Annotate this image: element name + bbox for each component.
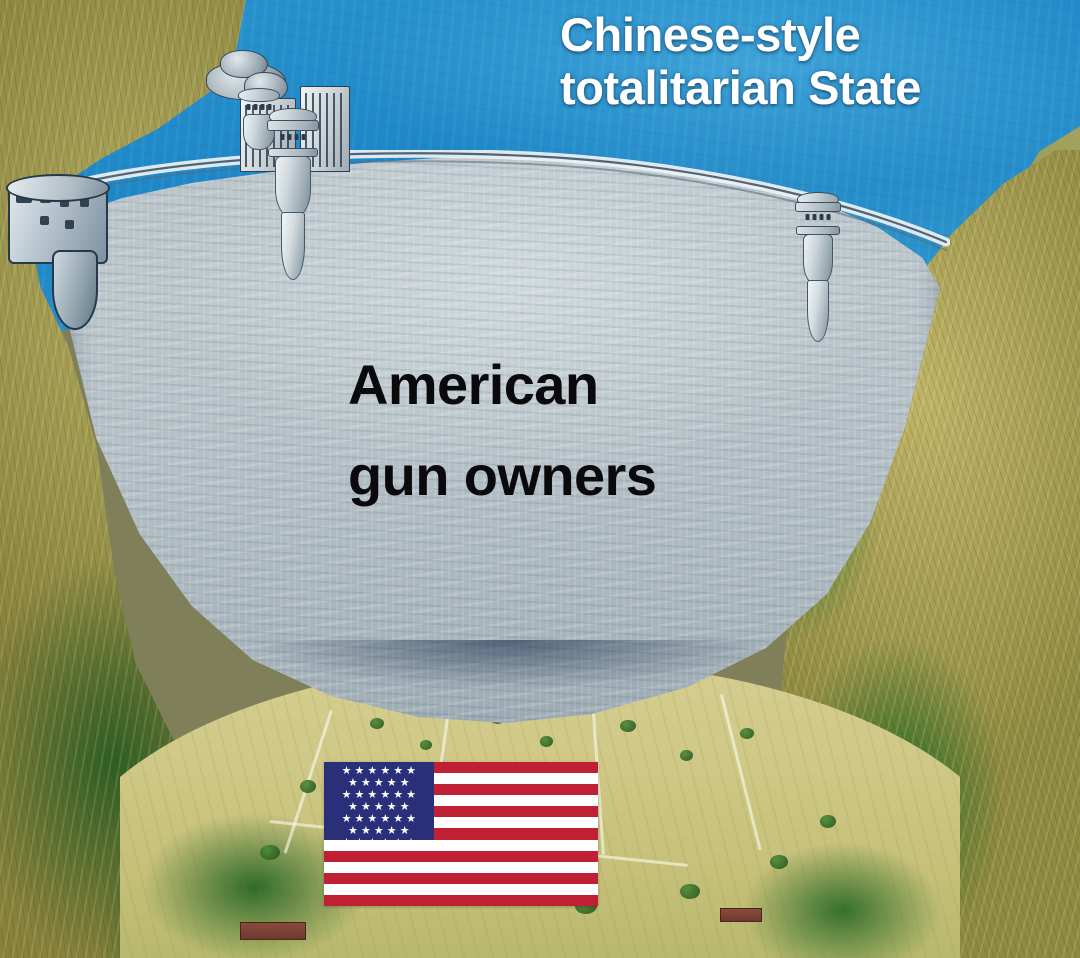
valley-tree bbox=[420, 740, 432, 750]
caption-dam-face: American gun owners bbox=[348, 340, 768, 521]
valley-tree bbox=[680, 884, 700, 899]
flag-star-row: ★ ★ ★ ★ ★ ★ bbox=[328, 765, 430, 777]
caption-top-line1: Chinese-style bbox=[560, 8, 861, 61]
flag-star-row: ★ ★ ★ ★ ★ ★ bbox=[328, 789, 430, 801]
flag-star-row: ★ ★ ★ ★ ★ bbox=[328, 777, 430, 789]
flag-star-row-text: ★ ★ ★ ★ ★ bbox=[348, 801, 410, 813]
valley-building bbox=[720, 908, 762, 922]
caption-dam-line1: American bbox=[348, 353, 599, 416]
flag-star-row-text: ★ ★ ★ ★ ★ ★ bbox=[341, 837, 417, 849]
flag-star-row: ★ ★ ★ ★ ★ bbox=[328, 801, 430, 813]
tower-windows bbox=[280, 134, 306, 140]
flag-star-row-text: ★ ★ ★ ★ ★ ★ bbox=[341, 789, 417, 801]
tower-cap bbox=[238, 88, 280, 102]
valley-road bbox=[720, 694, 762, 851]
intake-tower-right bbox=[790, 192, 846, 342]
valley-tree bbox=[740, 728, 754, 739]
tower-collar bbox=[267, 120, 319, 131]
flag-star-row-text: ★ ★ ★ ★ ★ bbox=[348, 777, 410, 789]
flag-canton: ★ ★ ★ ★ ★ ★ ★ ★ ★ ★ ★ ★ ★ ★ ★ ★ ★ ★ ★ ★ … bbox=[324, 762, 434, 849]
tower-windows bbox=[805, 214, 831, 220]
valley-tree bbox=[540, 736, 553, 747]
spillway-outlet-chute bbox=[52, 250, 98, 330]
tower-collar bbox=[795, 202, 841, 212]
spillway-intake-cap bbox=[6, 174, 110, 202]
united-states-flag: ★ ★ ★ ★ ★ ★ ★ ★ ★ ★ ★ ★ ★ ★ ★ ★ ★ ★ ★ ★ … bbox=[324, 762, 598, 906]
flag-stars: ★ ★ ★ ★ ★ ★ ★ ★ ★ ★ ★ ★ ★ ★ ★ ★ ★ ★ ★ ★ … bbox=[328, 765, 430, 849]
tower-shaft-lower bbox=[807, 280, 829, 342]
flag-star-row-text: ★ ★ ★ ★ ★ ★ bbox=[341, 765, 417, 777]
flag-star-row: ★ ★ ★ ★ ★ ★ bbox=[328, 813, 430, 825]
caption-top-line2: totalitarian State bbox=[560, 61, 922, 115]
valley-tree bbox=[300, 780, 316, 793]
flag-star-row: ★ ★ ★ ★ ★ bbox=[328, 825, 430, 837]
flag-star-row: ★ ★ ★ ★ ★ ★ bbox=[328, 837, 430, 849]
valley-building bbox=[240, 922, 306, 940]
caption-top-right: Chinese-style totalitarian State bbox=[560, 8, 1030, 114]
tower-shaft bbox=[275, 156, 311, 218]
caption-dam-line2: gun owners bbox=[348, 443, 657, 507]
tower-windows bbox=[246, 104, 272, 110]
valley-tree bbox=[820, 815, 836, 828]
flag-star-row-text: ★ ★ ★ ★ ★ bbox=[348, 825, 410, 837]
flag-star-row-text: ★ ★ ★ ★ ★ ★ bbox=[341, 813, 417, 825]
flag-stripes bbox=[324, 762, 598, 906]
intake-tower-center bbox=[262, 108, 324, 280]
valley-tree bbox=[770, 855, 788, 869]
tower-shaft bbox=[803, 234, 833, 286]
tower-shaft-lower bbox=[281, 212, 305, 280]
valley-tree bbox=[680, 750, 693, 761]
valley-tree bbox=[260, 845, 280, 860]
